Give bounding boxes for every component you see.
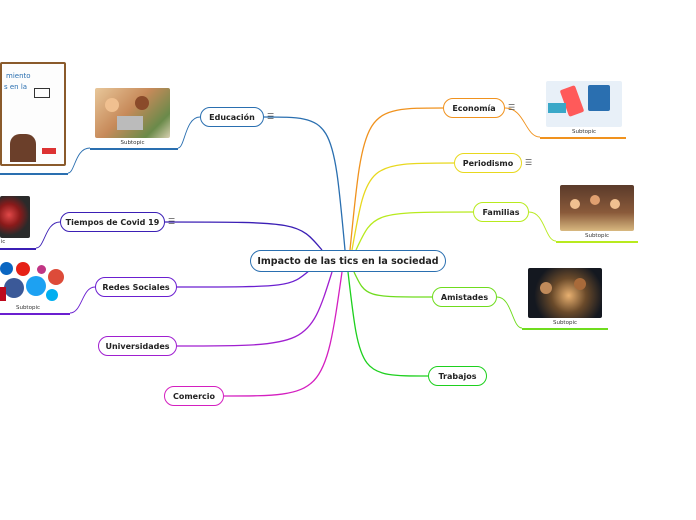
topic-familias-label: Familias bbox=[482, 208, 519, 217]
connector-educacion bbox=[264, 117, 345, 250]
covid-caption: ic bbox=[0, 239, 6, 245]
skype-icon bbox=[46, 289, 58, 301]
friend-figure-2 bbox=[574, 278, 586, 290]
central-topic[interactable]: Impacto de las tics en la sociedad bbox=[250, 250, 446, 272]
economy-caption: Subtopic bbox=[546, 129, 622, 135]
child-figure-2 bbox=[135, 96, 149, 110]
topic-economia-menu-icon[interactable]: ☰ bbox=[508, 104, 515, 112]
instagram-icon bbox=[37, 265, 46, 274]
topic-amistades[interactable]: Amistades bbox=[432, 287, 497, 307]
friends-underline bbox=[522, 328, 608, 330]
classroom-image[interactable] bbox=[95, 88, 170, 138]
topic-comercio[interactable]: Comercio bbox=[164, 386, 224, 406]
friends-caption: Subtopic bbox=[528, 320, 602, 326]
topic-economia-label: Economía bbox=[452, 104, 495, 113]
family-figure-3 bbox=[610, 199, 620, 209]
calculator-shape bbox=[588, 85, 610, 111]
topic-comercio-label: Comercio bbox=[173, 392, 215, 401]
family-figure-2 bbox=[590, 195, 600, 205]
child-figure-1 bbox=[105, 98, 119, 112]
central-topic-label: Impacto de las tics en la sociedad bbox=[257, 256, 438, 267]
social-caption: Subtopic bbox=[0, 305, 56, 311]
topic-tiempos-covid-label: Tiempos de Covid 19 bbox=[66, 218, 160, 227]
poster-image[interactable]: miento s en la bbox=[0, 62, 66, 166]
connector-tiempos-covid bbox=[165, 222, 322, 250]
hand-shape bbox=[548, 103, 566, 113]
classroom-underline bbox=[90, 148, 178, 150]
poster-underline bbox=[0, 173, 68, 175]
family-figure-1 bbox=[570, 199, 580, 209]
logo-mark bbox=[42, 148, 56, 154]
pinterest-icon bbox=[0, 287, 6, 301]
hand-drawing bbox=[10, 134, 36, 162]
connector-redes-sociales bbox=[177, 270, 310, 287]
topic-redes-sociales[interactable]: Redes Sociales bbox=[95, 277, 177, 297]
topic-educacion-label: Educación bbox=[209, 113, 255, 122]
topic-universidades[interactable]: Universidades bbox=[98, 336, 177, 356]
classroom-caption: Subtopic bbox=[95, 140, 170, 146]
subtopic-connector-0 bbox=[178, 117, 200, 148]
linkedin-icon bbox=[0, 262, 13, 275]
laptop-drawing bbox=[34, 88, 50, 98]
families-image[interactable] bbox=[560, 185, 634, 231]
covid-image[interactable] bbox=[0, 196, 30, 238]
subtopic-connector-3 bbox=[70, 287, 95, 313]
connector-economia bbox=[350, 108, 443, 250]
topic-trabajos[interactable]: Trabajos bbox=[428, 366, 487, 386]
connector-amistades bbox=[354, 272, 432, 297]
topic-universidades-label: Universidades bbox=[105, 342, 169, 351]
subtopic-connector-2 bbox=[36, 222, 60, 248]
laptop-shape bbox=[117, 116, 143, 130]
social-icons-image[interactable] bbox=[0, 261, 66, 303]
friend-figure-1 bbox=[540, 282, 552, 294]
facebook-icon bbox=[4, 278, 24, 298]
google-plus-icon bbox=[48, 269, 64, 285]
twitter-icon bbox=[26, 276, 46, 296]
economy-image[interactable] bbox=[546, 81, 622, 127]
connector-universidades bbox=[177, 272, 332, 346]
topic-trabajos-label: Trabajos bbox=[438, 372, 476, 381]
subtopic-connector-5 bbox=[529, 212, 556, 241]
social-underline bbox=[0, 313, 70, 315]
topic-amistades-label: Amistades bbox=[441, 293, 488, 302]
connector-periodismo bbox=[352, 163, 454, 250]
topic-periodismo-label: Periodismo bbox=[463, 159, 514, 168]
topic-periodismo[interactable]: Periodismo bbox=[454, 153, 522, 173]
poster-text-1: miento bbox=[6, 72, 31, 80]
topic-economia[interactable]: Economía bbox=[443, 98, 505, 118]
connector-comercio bbox=[224, 272, 342, 396]
topic-periodismo-menu-icon[interactable]: ☰ bbox=[525, 159, 532, 167]
connector-trabajos bbox=[348, 272, 428, 376]
families-underline bbox=[556, 241, 638, 243]
economy-underline bbox=[540, 137, 626, 139]
topic-educacion-menu-icon[interactable]: ☰ bbox=[267, 113, 274, 121]
topic-tiempos-covid[interactable]: Tiempos de Covid 19 bbox=[60, 212, 165, 232]
youtube-icon bbox=[16, 262, 30, 276]
connector-familias bbox=[356, 212, 473, 250]
poster-text-2: s en la bbox=[4, 83, 27, 91]
subtopic-connector-4 bbox=[505, 108, 540, 137]
covid-underline bbox=[0, 248, 36, 250]
topic-tiempos-covid-menu-icon[interactable]: ☰ bbox=[168, 218, 175, 226]
families-caption: Subtopic bbox=[560, 233, 634, 239]
topic-familias[interactable]: Familias bbox=[473, 202, 529, 222]
subtopic-connector-6 bbox=[497, 297, 522, 328]
subtopic-connector-1 bbox=[68, 148, 90, 173]
friends-image[interactable] bbox=[528, 268, 602, 318]
topic-redes-sociales-label: Redes Sociales bbox=[102, 283, 169, 292]
topic-educacion[interactable]: Educación bbox=[200, 107, 264, 127]
